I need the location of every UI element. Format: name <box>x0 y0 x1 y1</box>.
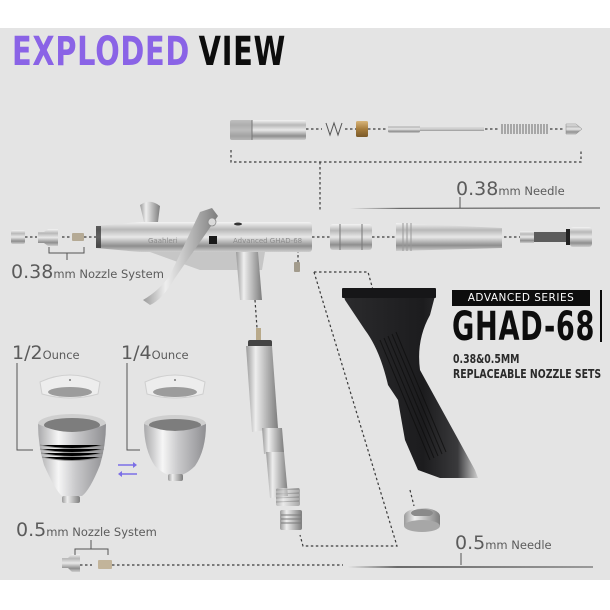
accent-divider <box>600 290 602 342</box>
cup-half-label: 1/2Ounce <box>12 342 80 364</box>
trigger <box>143 208 218 305</box>
needle-adjuster <box>520 227 592 247</box>
cup-bracket-quarter <box>126 363 140 451</box>
rear-handle <box>396 223 502 251</box>
swap-arrows-icon <box>118 462 137 477</box>
pistol-grip <box>342 288 478 478</box>
cup-quarter-label: 1/4Ounce <box>121 342 189 364</box>
nozzle-cap-038 <box>11 230 25 244</box>
nozzle-038-label: 0.38mm Nozzle System <box>11 261 164 283</box>
valve-housing <box>230 120 306 140</box>
model-name: GHAD-68 <box>452 304 596 350</box>
nozzle-038-bracket <box>48 247 85 254</box>
series-badge: ADVANCED SERIES <box>452 290 590 306</box>
nozzle-cover-05 <box>62 554 80 572</box>
air-valve-assembly <box>246 328 302 530</box>
connector-lines <box>25 128 582 566</box>
body-screw <box>294 262 300 272</box>
needle-038 <box>350 197 600 209</box>
spec-line-2: REPLACEABLE NOZZLE SETS <box>453 367 602 381</box>
grip-ring-nut <box>404 508 440 532</box>
brass-nut <box>356 121 368 137</box>
long-spring <box>501 124 548 134</box>
needle-05 <box>348 553 593 568</box>
body-brand-engraving: Gaahleri <box>148 237 178 245</box>
title-main: VIEW <box>198 29 287 75</box>
small-spring <box>325 121 343 137</box>
tail-nut <box>330 224 372 250</box>
needle-chucking-guide <box>388 125 484 133</box>
body-model-engraving: Advanced GHAD-68 <box>233 237 303 245</box>
half-ounce-cup <box>38 414 106 503</box>
needle-038-label: 0.38mm Needle <box>456 178 565 200</box>
spec-line-1: 0.38&0.5MM <box>453 352 520 366</box>
needle-chuck <box>565 123 583 135</box>
nozzle-038 <box>72 233 84 241</box>
nozzle-05 <box>98 560 112 569</box>
quarter-ounce-cup <box>144 415 206 481</box>
quarter-ounce-cup-lid <box>144 374 206 399</box>
nozzle-05-label: 0.5mm Nozzle System <box>16 519 157 541</box>
cup-bracket-half <box>16 363 33 451</box>
airbrush-body <box>96 201 312 300</box>
half-ounce-cup-lid <box>39 374 101 399</box>
nozzle-cover-038 <box>38 229 58 246</box>
needle-05-label: 0.5mm Needle <box>455 532 552 554</box>
title-accent: EXPLODED <box>12 29 191 75</box>
